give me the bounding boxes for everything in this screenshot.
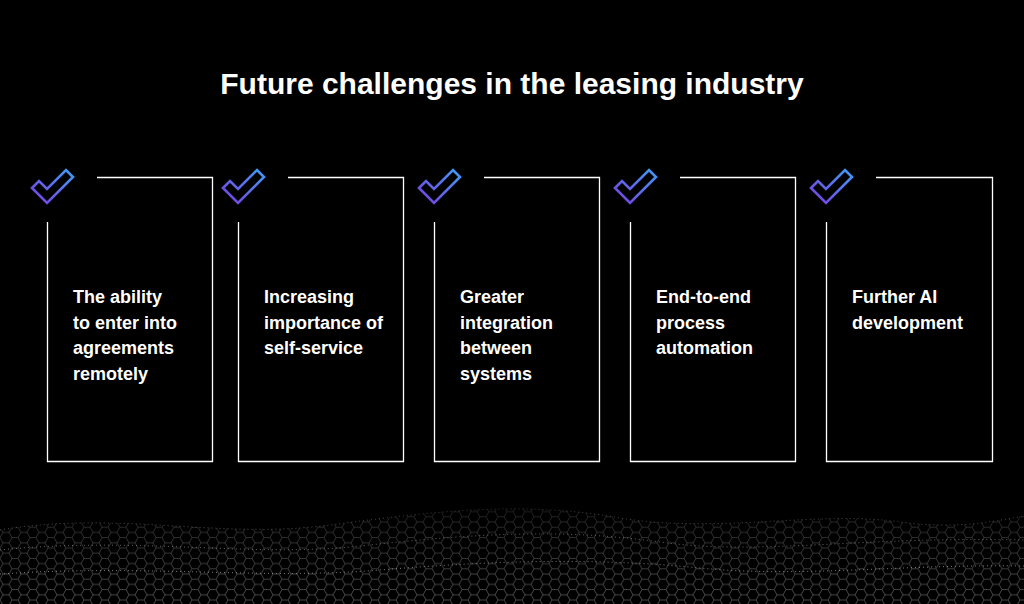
box-border <box>827 178 993 462</box>
challenge-box: End-to-end process automation <box>630 177 796 462</box>
challenge-box: Further AI development <box>826 177 993 462</box>
box-border <box>239 178 404 462</box>
box-text: Increasing importance of self-service <box>264 285 404 362</box>
check-icon <box>223 170 264 203</box>
box-text: The ability to enter into agreements rem… <box>73 285 183 387</box>
mesh-landscape <box>0 470 1024 604</box>
check-icon <box>811 170 852 203</box>
diagram-title: Future challenges in the leasing industr… <box>0 64 1024 104</box>
box-border <box>631 178 796 462</box>
box-text: End-to-end process automation <box>656 285 796 362</box>
box-text: Greater integration between systems <box>460 285 590 387</box>
check-icon <box>32 170 73 203</box>
box-text: Further AI development <box>852 285 992 336</box>
challenge-box: Increasing importance of self-service <box>238 177 404 462</box>
check-icon <box>615 170 656 203</box>
box-border <box>435 178 600 462</box>
challenge-box: Greater integration between systems <box>434 177 600 462</box>
mesh-surface <box>0 509 1024 604</box>
box-border <box>48 178 213 462</box>
challenge-box: The ability to enter into agreements rem… <box>47 177 213 462</box>
check-icon <box>419 170 460 203</box>
